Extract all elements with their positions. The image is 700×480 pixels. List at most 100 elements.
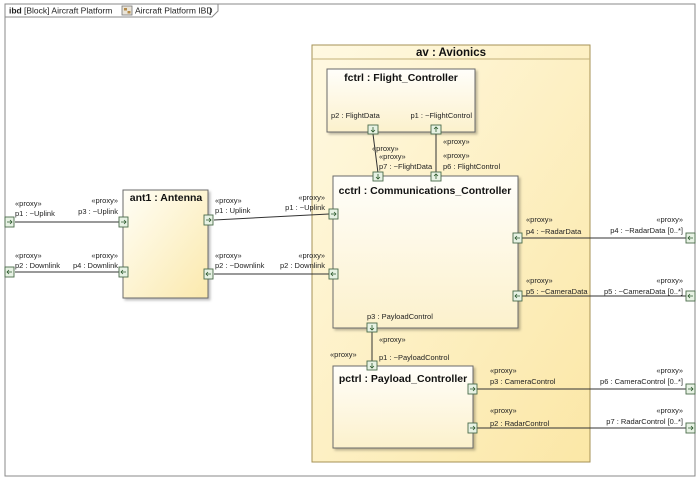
port-labels: «proxy» p1 : ~Uplink «proxy» p2 : Downli… xyxy=(15,111,683,428)
arrow-right-icon xyxy=(7,219,13,225)
arrow-down-icon xyxy=(370,127,376,133)
part-fctrl-flight-controller[interactable]: fctrl : Flight_Controller xyxy=(326,68,476,133)
arrow-down-icon xyxy=(369,363,375,369)
part-title: fctrl : Flight_Controller xyxy=(344,72,458,84)
port-cctrl-p4[interactable] xyxy=(512,232,523,244)
port-cctrl-p3[interactable] xyxy=(366,322,378,333)
port-ant1-p4[interactable] xyxy=(118,266,129,278)
port-label-ant1-p4: p4 : Downlink xyxy=(73,261,118,270)
arrow-right-icon xyxy=(470,425,476,431)
part-title: av : Avionics xyxy=(416,47,486,59)
arrow-left-icon xyxy=(120,269,126,275)
port-label-cctrl-p7: p7 : ~FlightData xyxy=(379,162,433,171)
port-label-fctrl-p2: p2 : FlightData xyxy=(331,111,381,120)
arrow-down-icon xyxy=(375,174,381,180)
stereotype-label: «proxy» xyxy=(15,199,42,208)
arrow-left-icon xyxy=(6,269,12,275)
arrow-right-icon xyxy=(121,219,127,225)
stereotype-label: «proxy» xyxy=(298,193,325,202)
part-pctrl-payload-controller[interactable]: pctrl : Payload_Controller xyxy=(332,365,474,449)
stereotype-label: «proxy» xyxy=(526,276,553,285)
port-label-ext-p5: p5 : ~CameraData [0..*] xyxy=(604,287,683,296)
stereotype-label: «proxy» xyxy=(215,196,242,205)
part-cctrl-communications-controller[interactable]: cctrl : Communications_Controller xyxy=(332,175,519,329)
arrow-left-icon xyxy=(687,235,693,241)
port-ext-p1-uplink[interactable] xyxy=(4,216,15,228)
port-ant1-p1[interactable] xyxy=(203,214,214,226)
part-ant1-antenna[interactable]: ant1 : Antenna xyxy=(122,189,209,299)
stereotype-label: «proxy» xyxy=(298,251,325,260)
port-ant1-p2[interactable] xyxy=(203,268,214,280)
port-label-ext-p7: p7 : RadarControl [0..*] xyxy=(606,417,683,426)
arrow-right-icon xyxy=(688,425,694,431)
port-ext-p4[interactable] xyxy=(685,232,696,244)
port-label-cctrl-p4: p4 : ~RadarData xyxy=(526,227,582,236)
port-label-ant1-p1: p1 : Uplink xyxy=(215,206,251,215)
stereotype-label: «proxy» xyxy=(91,196,118,205)
stereotype-label: «proxy» xyxy=(656,276,683,285)
stereotype-label: «proxy» xyxy=(330,350,357,359)
port-ext-p2-downlink[interactable] xyxy=(4,266,15,278)
stereotype-label: «proxy» xyxy=(656,406,683,415)
stereotype-label: «proxy» xyxy=(15,251,42,260)
stereotype-label: «proxy» xyxy=(91,251,118,260)
port-fctrl-p2[interactable] xyxy=(367,124,379,135)
port-fctrl-p1[interactable] xyxy=(430,124,442,135)
stereotype-label: «proxy» xyxy=(372,144,399,153)
port-cctrl-p6[interactable] xyxy=(430,171,442,182)
arrow-left-icon xyxy=(205,271,211,277)
port-label-cctrl-p3: p3 : PayloadControl xyxy=(367,312,433,321)
part-title: pctrl : Payload_Controller xyxy=(339,373,467,385)
arrow-right-icon xyxy=(470,386,476,392)
arrow-left-icon xyxy=(687,293,693,299)
stereotype-label: «proxy» xyxy=(490,406,517,415)
connector-uplink-cctrl[interactable] xyxy=(213,213,330,221)
ibd-diagram-icon[interactable] xyxy=(121,5,133,16)
ports xyxy=(4,124,696,434)
port-ext-p7[interactable] xyxy=(685,422,696,434)
arrow-down-icon xyxy=(369,325,375,331)
frame-kind: ibd xyxy=(9,6,22,16)
stereotype-label: «proxy» xyxy=(656,366,683,375)
stereotype-label: «proxy» xyxy=(215,251,242,260)
arrow-right-icon xyxy=(331,211,337,217)
port-ext-p6[interactable] xyxy=(685,383,696,395)
arrow-left-icon xyxy=(330,271,336,277)
port-label-pctrl-p2: p2 : RadarControl xyxy=(490,419,550,428)
port-pctrl-p1[interactable] xyxy=(366,360,378,371)
port-label-ant1-p2: p2 : ~Downlink xyxy=(215,261,265,270)
port-cctrl-p7[interactable] xyxy=(372,171,384,182)
port-cctrl-p5[interactable] xyxy=(512,290,523,302)
port-label-cctrl-p1: p1 : ~Uplink xyxy=(285,203,325,212)
frame-label: [Block] Aircraft Platform xyxy=(24,6,112,16)
port-label-pctrl-p3: p3 : CameraControl xyxy=(490,377,556,386)
stereotype-label: «proxy» xyxy=(379,152,406,161)
stereotype-label: «proxy» xyxy=(443,151,470,160)
port-ext-p5[interactable] xyxy=(685,290,696,302)
port-label-cctrl-p5: p5 : ~CameraData xyxy=(526,287,588,296)
stereotype-label: «proxy» xyxy=(490,366,517,375)
port-ant1-p3[interactable] xyxy=(118,216,129,228)
connectors xyxy=(15,133,686,429)
connector-flightdata[interactable] xyxy=(372,133,379,174)
port-label-cctrl-p2: p2 : Downlink xyxy=(280,261,325,270)
port-cctrl-p2[interactable] xyxy=(328,268,339,280)
arrow-left-icon xyxy=(514,235,520,241)
part-title: cctrl : Communications_Controller xyxy=(339,185,512,197)
frame-diagram-name[interactable]: Aircraft Platform IBD xyxy=(135,6,212,16)
port-cctrl-p1[interactable] xyxy=(328,208,339,220)
port-pctrl-p2[interactable] xyxy=(467,422,478,434)
port-label-ant1-p3: p3 : ~Uplink xyxy=(78,207,118,216)
stereotype-label: «proxy» xyxy=(379,335,406,344)
part-title: ant1 : Antenna xyxy=(130,192,203,204)
frame-close-bracket: ] xyxy=(209,6,211,16)
port-label-cctrl-p6: p6 : FlightControl xyxy=(443,162,500,171)
port-pctrl-p3[interactable] xyxy=(467,383,478,395)
port-label-ext-p6: p6 : CameraControl [0..*] xyxy=(600,377,683,386)
arrow-right-icon xyxy=(206,217,212,223)
port-label-pctrl-p1: p1 : ~PayloadControl xyxy=(379,353,450,362)
arrow-up-icon xyxy=(433,173,439,179)
port-label-ext-p2: p2 : Downlink xyxy=(15,261,60,270)
stereotype-label: «proxy» xyxy=(656,215,683,224)
